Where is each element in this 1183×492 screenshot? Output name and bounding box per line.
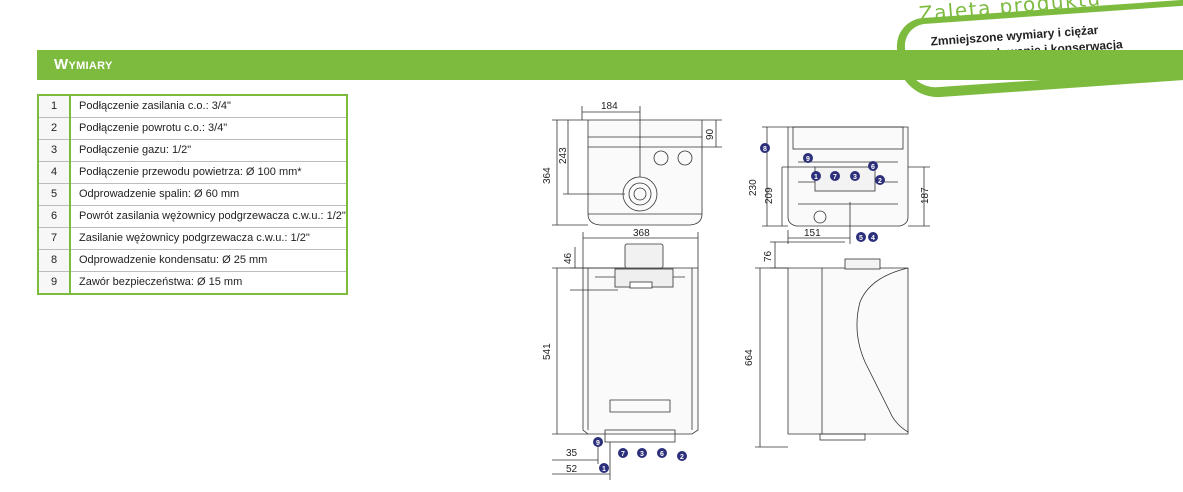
marker-5: 5	[856, 232, 866, 242]
marker-4: 4	[868, 232, 878, 242]
row-text: Odprowadzenie spalin: Ø 60 mm	[70, 183, 347, 206]
row-text: Zasilanie wężownicy podgrzewacza c.w.u.:…	[70, 227, 347, 250]
row-text: Podłączenie gazu: 1/2"	[70, 139, 347, 162]
dim-209: 209	[764, 187, 775, 204]
marker-1: 1	[599, 463, 609, 473]
dim-52: 52	[566, 464, 578, 475]
marker-2: 2	[875, 175, 885, 185]
marker-3: 3	[637, 448, 647, 458]
marker-9: 9	[803, 153, 813, 163]
marker-1: 1	[811, 171, 821, 181]
row-text: Zawór bezpieczeństwa: Ø 15 mm	[79, 276, 243, 288]
dim-76: 76	[763, 250, 774, 262]
marker-3: 3	[850, 171, 860, 181]
row-number: 4	[38, 161, 71, 184]
svg-text:3: 3	[853, 174, 857, 181]
svg-text:2: 2	[680, 454, 684, 461]
marker-8: 8	[760, 143, 770, 153]
svg-text:6: 6	[871, 164, 875, 171]
svg-text:7: 7	[833, 174, 837, 181]
row-text: Powrót zasilania wężownicy podgrzewacza …	[70, 205, 347, 228]
dim-187: 187	[920, 187, 930, 204]
dimension-drawing: 184 90 364 243 368 46 541 35 52 230 209 …	[542, 101, 930, 480]
row-text: Podłączenie przewodu powietrza: Ø 100 mm…	[70, 161, 347, 184]
dim-46: 46	[563, 252, 574, 264]
row-number: 9	[38, 271, 71, 294]
svg-text:6: 6	[660, 451, 664, 458]
dim-184: 184	[601, 101, 618, 112]
dim-541: 541	[542, 343, 553, 360]
marker-6: 6	[868, 161, 878, 171]
row-number: 2	[38, 117, 71, 140]
svg-text:9: 9	[596, 440, 600, 447]
row-number: 3	[38, 139, 71, 162]
table-row: 9 Zawór bezpieczeństwa: Ø 15 mm	[38, 271, 347, 294]
dim-90: 90	[705, 128, 716, 140]
svg-text:7: 7	[621, 451, 625, 458]
row-number: 8	[38, 249, 71, 272]
svg-text:8: 8	[763, 146, 767, 153]
dim-243: 243	[558, 147, 569, 164]
row-number: 1	[38, 95, 71, 118]
row-number: 5	[38, 183, 71, 206]
row-text: Podłączenie powrotu c.o.: 3/4"	[70, 117, 347, 140]
svg-text:1: 1	[814, 174, 818, 181]
dim-230: 230	[748, 179, 759, 196]
svg-text:3: 3	[640, 451, 644, 458]
dim-35: 35	[566, 448, 578, 459]
svg-text:5: 5	[859, 235, 863, 242]
svg-text:2: 2	[878, 178, 882, 185]
svg-text:9: 9	[806, 156, 810, 163]
marker-9: 9	[593, 437, 603, 447]
marker-7: 7	[618, 448, 628, 458]
dim-664: 664	[744, 349, 755, 366]
marker-2: 2	[677, 451, 687, 461]
dim-368: 368	[633, 228, 650, 239]
dim-364: 364	[542, 167, 553, 184]
marker-7: 7	[830, 171, 840, 181]
section-header: Wymiary	[37, 50, 1183, 80]
row-text: Odprowadzenie kondensatu: Ø 25 mm	[70, 249, 347, 272]
svg-text:1: 1	[602, 466, 606, 473]
svg-text:4: 4	[871, 235, 875, 242]
row-text: Podłączenie zasilania c.o.: 3/4"	[70, 95, 347, 118]
row-number: 7	[38, 227, 71, 250]
row-number: 6	[38, 205, 71, 228]
dim-151: 151	[804, 228, 821, 239]
section-title: Wymiary	[54, 56, 113, 73]
marker-6: 6	[657, 448, 667, 458]
